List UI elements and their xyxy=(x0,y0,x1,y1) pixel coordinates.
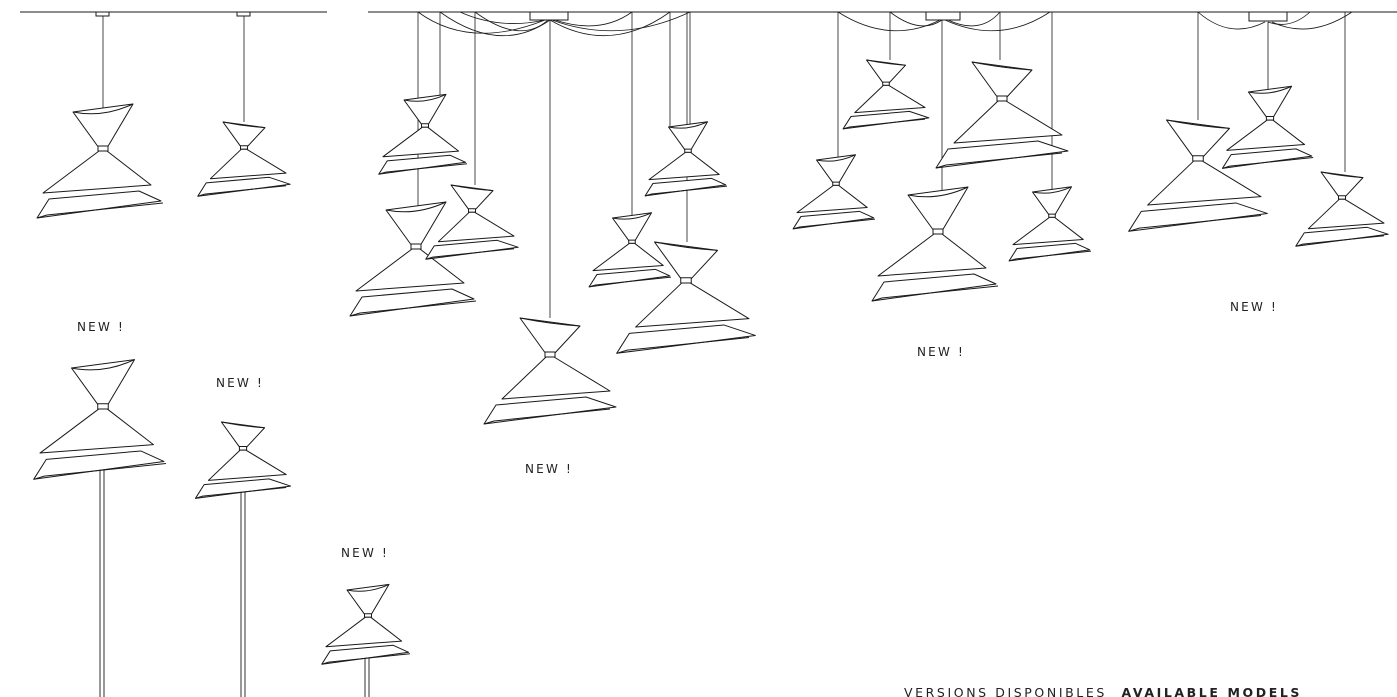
new-label: NEW ! xyxy=(341,546,389,560)
canopy xyxy=(529,11,569,21)
lamp-shade xyxy=(616,241,756,354)
lamp-shade xyxy=(871,186,999,302)
lamp-shade xyxy=(349,201,477,317)
swag-cable xyxy=(554,11,633,27)
swag-cable xyxy=(549,11,671,37)
lamp-shade xyxy=(483,317,617,425)
new-label: NEW ! xyxy=(216,376,264,390)
new-label: NEW ! xyxy=(1230,300,1278,314)
swag-cable xyxy=(947,11,1001,27)
lamp-shade xyxy=(321,583,411,665)
canopy xyxy=(1248,11,1288,22)
labels: NEW ! NEW ! NEW ! NEW ! NEW ! NEW ! VERS… xyxy=(77,300,1302,697)
lamp-shade xyxy=(36,103,164,219)
lamp-shade xyxy=(378,93,468,175)
swag-cable xyxy=(1271,11,1353,30)
lamp-shade xyxy=(1295,171,1389,247)
lamp-shade xyxy=(1008,186,1092,262)
new-label: NEW ! xyxy=(917,345,965,359)
lamp-shade xyxy=(588,212,672,288)
versions-fr-text: VERSIONS DISPONIBLES xyxy=(904,685,1107,697)
canopy xyxy=(236,11,251,17)
lamp-group xyxy=(33,12,1389,697)
swag-cable xyxy=(474,11,549,32)
swag-cable xyxy=(944,11,1051,32)
new-label: NEW ! xyxy=(77,320,125,334)
new-label: NEW ! xyxy=(525,462,573,476)
lamp-shade xyxy=(197,121,291,197)
swag-cable xyxy=(889,11,943,27)
lamp-shade xyxy=(1128,119,1268,232)
lamp-shade xyxy=(194,421,292,499)
swag-cable xyxy=(1197,11,1266,30)
lamp-shade xyxy=(33,359,167,480)
lamp-shade xyxy=(792,154,876,230)
canopy xyxy=(925,11,961,21)
canopies xyxy=(95,11,1288,22)
swag-cable xyxy=(459,11,546,24)
lamp-shade xyxy=(935,61,1069,169)
canopy xyxy=(95,11,110,17)
swag-cable xyxy=(1267,11,1311,25)
versions-en-text: AVAILABLE MODELS xyxy=(1121,685,1302,697)
swag-cable xyxy=(551,11,691,32)
swag-cables xyxy=(417,11,1353,37)
swag-cable xyxy=(417,11,546,34)
lamp-shade xyxy=(1221,85,1314,169)
swag-cable xyxy=(837,11,941,32)
available-models-caption: VERSIONS DISPONIBLES AVAILABLE MODELS xyxy=(904,685,1302,697)
lamp-shade xyxy=(425,184,519,260)
lamp-shade xyxy=(842,59,930,130)
lamp-shade xyxy=(644,121,728,197)
